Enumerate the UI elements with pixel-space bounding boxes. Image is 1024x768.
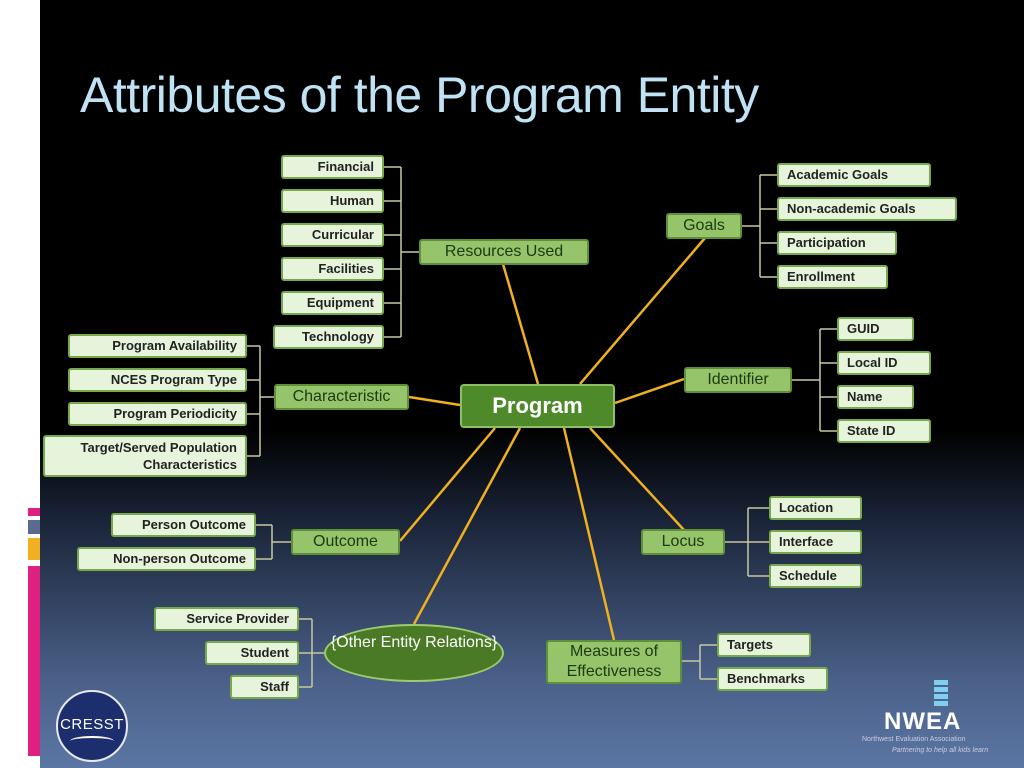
accent-bar-slate <box>28 520 40 534</box>
measure-benchmarks: Benchmarks <box>717 667 828 691</box>
cresst-logo: CRESST <box>56 690 128 762</box>
resource-human: Human <box>281 189 384 213</box>
title-decoration <box>18 22 42 122</box>
nwea-wordmark: NWEA <box>884 708 962 735</box>
slide-title: Attributes of the Program Entity <box>80 67 759 123</box>
other-entity-relations-node: {Other Entity Relations} <box>324 624 504 682</box>
characteristic-hub: Characteristic <box>274 384 409 410</box>
relation-student: Student <box>205 641 299 665</box>
resources-used-hub: Resources Used <box>419 239 589 265</box>
characteristic-program-periodicity: Program Periodicity <box>68 402 247 426</box>
identifier-hub: Identifier <box>684 367 792 393</box>
characteristic-target-population: Target/Served Population Characteristics <box>43 435 247 477</box>
relation-service-provider: Service Provider <box>154 607 299 631</box>
measures-of-effectiveness-hub: Measures of Effectiveness <box>546 640 682 684</box>
goal-enrollment: Enrollment <box>777 265 888 289</box>
nwea-tagline: Partnering to help all kids learn <box>892 747 989 754</box>
identifier-name: Name <box>837 385 914 409</box>
cresst-logo-text: CRESST <box>60 716 124 733</box>
goal-academic: Academic Goals <box>777 163 931 187</box>
goal-participation: Participation <box>777 231 897 255</box>
locus-location: Location <box>769 496 862 520</box>
goal-non-academic: Non-academic Goals <box>777 197 957 221</box>
measure-targets: Targets <box>717 633 811 657</box>
characteristic-nces-program-type: NCES Program Type <box>68 368 247 392</box>
outcome-person: Person Outcome <box>111 513 256 537</box>
identifier-local-id: Local ID <box>837 351 931 375</box>
outcome-hub: Outcome <box>291 529 400 555</box>
locus-interface: Interface <box>769 530 862 554</box>
resource-equipment: Equipment <box>281 291 384 315</box>
cresst-swoosh-icon <box>70 736 114 746</box>
locus-hub: Locus <box>641 529 725 555</box>
program-center-node: Program <box>460 384 615 428</box>
nwea-mark-icon <box>934 680 948 706</box>
nwea-subtitle: Northwest Evaluation Association <box>862 736 966 743</box>
accent-bar-magenta <box>28 566 40 756</box>
identifier-guid: GUID <box>837 317 914 341</box>
resource-facilities: Facilities <box>281 257 384 281</box>
accent-bar-pink <box>28 508 40 516</box>
identifier-state-id: State ID <box>837 419 931 443</box>
resource-financial: Financial <box>281 155 384 179</box>
nwea-logo: NWEA Northwest Evaluation Association Pa… <box>856 680 1016 760</box>
locus-schedule: Schedule <box>769 564 862 588</box>
goals-hub: Goals <box>666 213 742 239</box>
relation-staff: Staff <box>230 675 299 699</box>
accent-bar-gold <box>28 538 40 560</box>
resource-technology: Technology <box>273 325 384 349</box>
characteristic-program-availability: Program Availability <box>68 334 247 358</box>
outcome-non-person: Non-person Outcome <box>77 547 256 571</box>
resource-curricular: Curricular <box>281 223 384 247</box>
